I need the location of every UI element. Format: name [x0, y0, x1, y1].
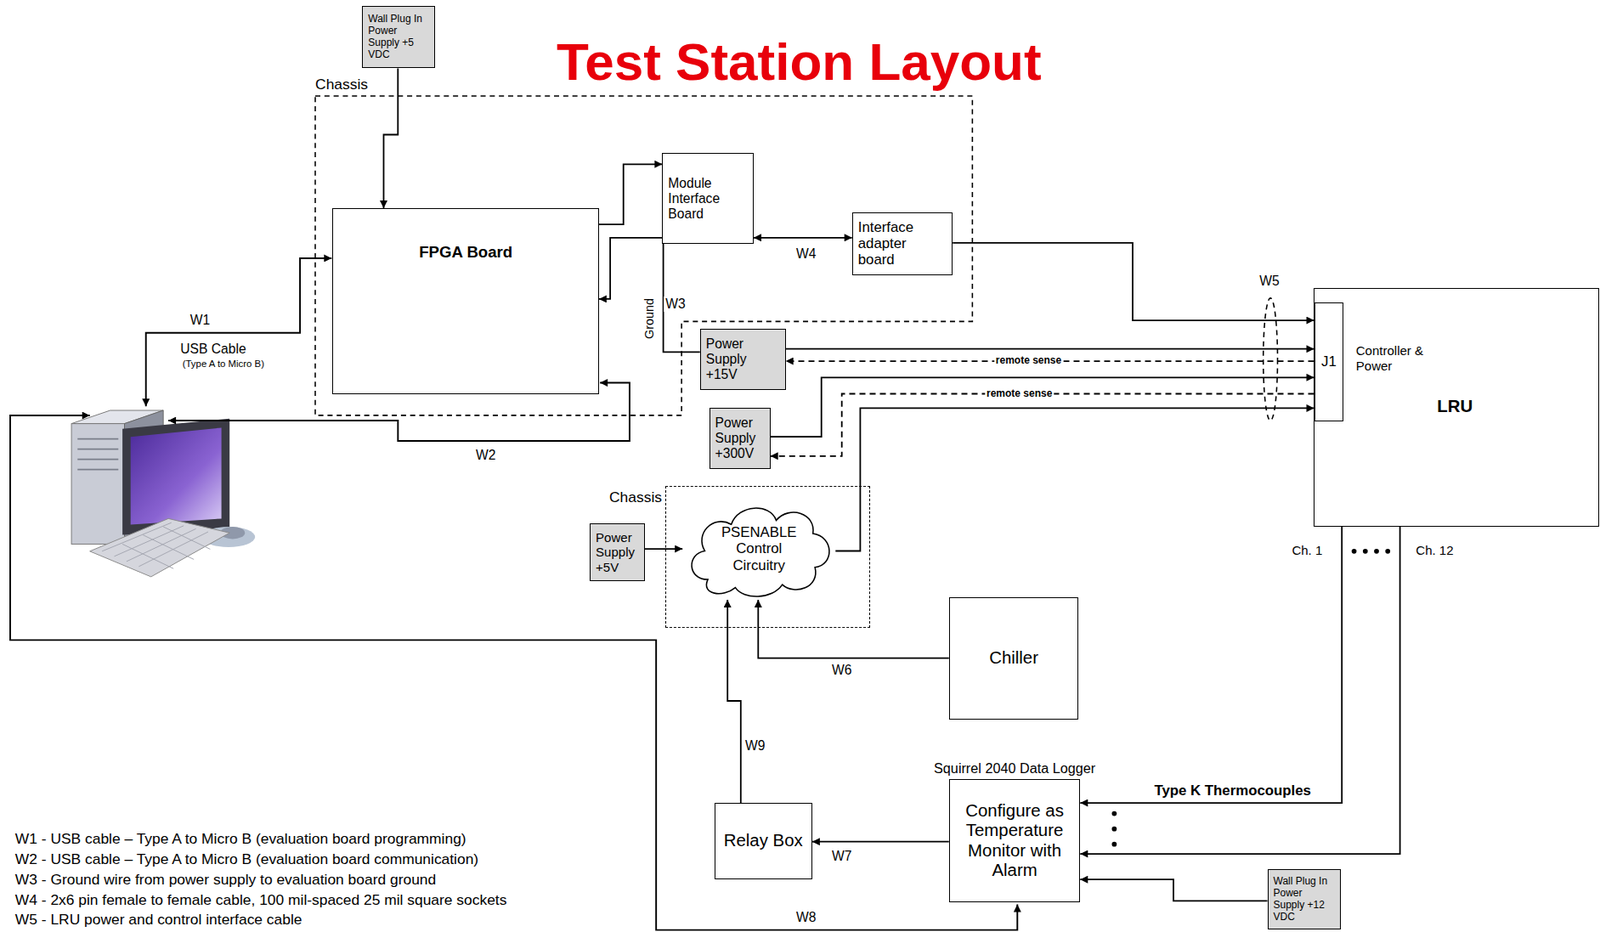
lru-sub-label: Controller & Power [1356, 343, 1425, 374]
callout-label: W8 [795, 910, 817, 926]
wire-connector [812, 841, 950, 843]
wire-label: remote sense [984, 388, 1054, 401]
wire-label: remote sense [994, 355, 1063, 368]
wire-connector [727, 599, 741, 803]
cloud-label: PSENABLE Control Circuitry [712, 524, 805, 574]
callout-label: W5 [1258, 273, 1280, 289]
tower-front [71, 424, 125, 545]
box-label: Wall Plug In Power Supply +5 VDC [367, 13, 430, 61]
key-note: W3 - Ground wire from power supply to ev… [14, 870, 437, 888]
wire-connector [599, 237, 663, 300]
computer-illustration [71, 410, 255, 577]
wire-connector [753, 237, 853, 239]
wire-connector [644, 548, 683, 550]
component-box: Power Supply +300V [709, 407, 771, 470]
wire-label: W7 [830, 848, 854, 865]
usb-cable-w1 [146, 258, 333, 407]
chassis-label: Chassis [609, 488, 662, 506]
box-label: Wall Plug In Power Supply +12 VDC [1273, 876, 1335, 923]
component-box: J1 [1314, 302, 1345, 421]
monitor-frame [122, 418, 230, 536]
alarm-cable-w8 [10, 415, 1018, 931]
remote-sense-wire [770, 394, 1315, 457]
wire-connector [384, 68, 399, 210]
callout-label: USB Cable [179, 341, 247, 357]
box-label: Power Supply +5V [595, 530, 635, 575]
callout-label: W2 [474, 447, 497, 464]
box-label: Interface adapter board [858, 219, 947, 269]
key-note: W1 - USB cable – Type A to Micro B (eval… [14, 830, 468, 848]
component-box: Wall Plug In Power Supply +12 VDC [1267, 869, 1341, 930]
callout-label: W1 [189, 312, 211, 328]
box-label: Power Supply +15V [706, 336, 747, 383]
wire-connector [757, 599, 950, 659]
channel-dots [1111, 548, 1391, 848]
wire-label: W6 [830, 662, 854, 679]
component-box: Interface adapter board [852, 212, 953, 276]
component-box: Relay Box [714, 802, 813, 880]
box-label: Module Interface Board [667, 175, 748, 222]
logger-label: Configure as Temperature Monitor with Al… [955, 801, 1075, 882]
drive-slots [77, 439, 119, 470]
wire-connector [1079, 526, 1400, 855]
board-label: FPGA Board [418, 243, 513, 261]
box-label: J1 [1321, 353, 1337, 370]
chassis-outline: ChassisFPGA BoardModule Interface BoardI… [315, 96, 973, 416]
callout-label: (Type A to Micro B) [181, 358, 266, 370]
box-label: Power Supply +300V [715, 415, 757, 462]
key-note: W2 - USB cable – Type A to Micro B (eval… [14, 850, 480, 868]
key-note: W5 - LRU power and control interface cab… [14, 910, 304, 928]
component-box: Chiller [949, 597, 1080, 720]
chassis-label: Chassis [315, 75, 368, 93]
wire-connector [599, 163, 663, 225]
wire-connector [1079, 526, 1342, 804]
box-label: Chiller [989, 648, 1039, 668]
component-box: Power Supply +5V [589, 523, 645, 582]
wire-connector [952, 243, 1314, 321]
callout-label: Ch. 12 [1414, 543, 1454, 559]
wire-label: W4 [794, 246, 818, 262]
control-cloud: PSENABLE Control Circuitry [682, 497, 836, 600]
wire-connector [835, 407, 1314, 551]
key-note: W4 - 2x6 pin female to female cable, 100… [14, 891, 509, 909]
wire-label: Type K Thermocouples [1152, 782, 1313, 799]
chassis-boundary [315, 96, 973, 416]
fpga-board-box: FPGA Board [332, 208, 599, 395]
cloud-shape [691, 508, 830, 597]
component-box: Wall Plug In Power Supply +5 VDC [361, 5, 436, 68]
keyboard-keys [101, 522, 210, 569]
callout-label: Ch. 1 [1290, 543, 1323, 559]
callout-label: Ground [641, 297, 656, 340]
chassis-outline: ChassisPSENABLE Control Circuitry [665, 486, 871, 628]
title: Test Station Layout [556, 32, 1042, 93]
lru-label: LRU [1436, 396, 1473, 417]
wire-label: W9 [743, 738, 767, 754]
logger-heading: Squirrel 2040 Data Logger [933, 760, 1096, 777]
monitor-screen [130, 427, 222, 525]
keyboard [90, 518, 231, 577]
component-box: Power Supply +15V [700, 328, 786, 391]
wire-connector [785, 348, 1315, 351]
data-logger-box: Squirrel 2040 Data LoggerConfigure as Te… [949, 779, 1081, 902]
box-label: Relay Box [723, 831, 803, 851]
wire-connector [1079, 879, 1267, 901]
component-box: Module Interface Board [661, 152, 754, 244]
wire-label: W3 [663, 296, 687, 312]
cable-bundle-marker [1263, 298, 1278, 421]
lru-box: Controller & PowerLRU J1 [1313, 288, 1600, 527]
wire-connector [770, 377, 1315, 437]
